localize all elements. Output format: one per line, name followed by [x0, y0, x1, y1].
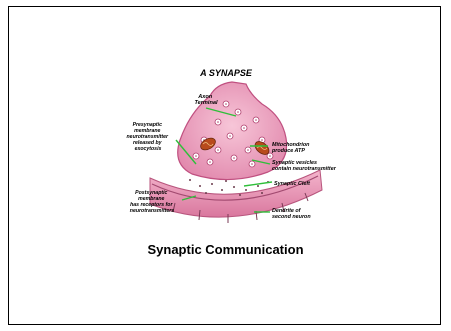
label-presynaptic-membrane: Presynaptic membrane neurotransmitter re… [127, 122, 170, 152]
label-synaptic-cleft: Synaptic Cleft [274, 181, 310, 187]
diagram-title: A SYNAPSE [199, 68, 253, 78]
axon-terminal [178, 82, 287, 180]
slide-caption: Synaptic Communication [0, 242, 451, 257]
label-synaptic-vesicles: Synaptic vesicles contain neurotransmitt… [272, 160, 337, 172]
label-mitochondrion: Mitochondrion produce ATP [271, 142, 311, 154]
label-dendrite: Dendrite of second neuron [272, 208, 311, 220]
label-postsynaptic-membrane: Postsynaptic membrane has receptors for … [130, 190, 175, 214]
